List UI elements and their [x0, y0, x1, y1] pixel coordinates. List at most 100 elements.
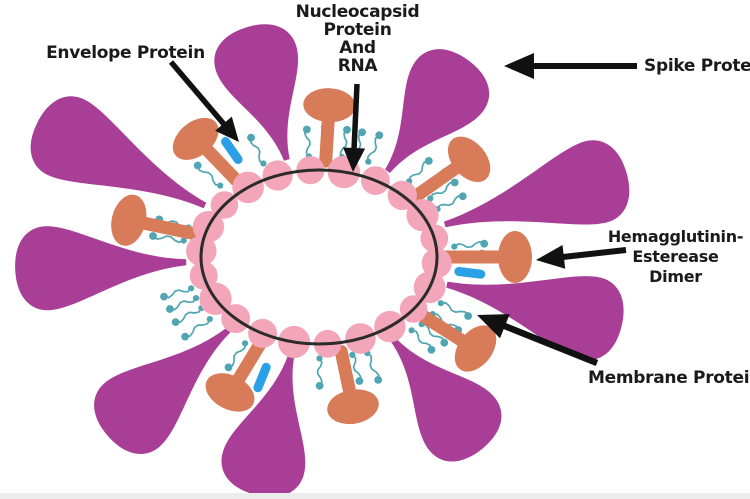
hemagglutinin-arrow-shaft	[561, 247, 627, 261]
viral-core-outline	[199, 168, 439, 346]
nucleocapsid-arrow-head	[343, 147, 366, 172]
spike-proteins	[15, 24, 630, 497]
envelope-arrow-head	[215, 116, 239, 142]
lipid-unit-tail	[184, 318, 211, 338]
dimer-stem	[200, 143, 245, 189]
dimer-head	[111, 194, 147, 246]
nucleocapsid-label-line1: Nucleocapsid	[295, 2, 420, 22]
nucleocapsid-label: Nucleocapsid Protein And RNA	[280, 3, 435, 75]
envelope-protein-label: Envelope Protein	[28, 44, 223, 62]
lipid-outer-head	[247, 133, 255, 142]
spike-protein-shape	[446, 276, 624, 361]
spike-protein-shape	[94, 327, 231, 455]
nucleocapsid-label-line2: Protein	[323, 20, 392, 40]
lipid-outer-head	[160, 292, 168, 301]
spike-arrow-head	[504, 53, 534, 79]
lipid-unit-tail	[196, 164, 222, 187]
lipid-outer-head	[375, 131, 384, 140]
lipid-inner-head	[437, 300, 444, 307]
page-bottom-edge	[0, 493, 750, 499]
lipid-unit-tail	[366, 134, 381, 163]
lipid-inner-head	[427, 195, 434, 202]
dimer-head	[172, 117, 219, 160]
membrane-protein-label: Membrane Protein	[588, 369, 750, 387]
dimer-head	[447, 136, 491, 183]
dimer-stem	[319, 112, 335, 168]
lipid-outer-head	[355, 377, 364, 385]
hemagglutinin-label-line2: Esterease	[632, 247, 719, 266]
lipid-outer-head	[181, 332, 190, 341]
envelope-protein-capsule	[221, 137, 243, 164]
lipid-unit-tail	[169, 297, 197, 311]
lipid-outer-head	[440, 338, 449, 347]
lipid-unit-tail	[227, 342, 246, 369]
membrane-arrow-shaft	[501, 322, 599, 367]
lipid-unit-tail	[339, 128, 348, 158]
lipid-inner-head	[349, 351, 356, 358]
spike-protein-shape	[214, 24, 299, 161]
lipid-inner-head	[188, 285, 195, 292]
spike-protein-shape	[443, 140, 630, 228]
spike-arrow	[504, 53, 637, 79]
hemagglutinin-arrow	[536, 245, 627, 269]
spike-protein-label-text: Spike Protein	[644, 56, 750, 76]
lipid-unit-tail	[436, 195, 464, 210]
lipid-outer-head	[302, 125, 311, 134]
spike-protein-shape	[221, 354, 306, 497]
lipid-unit-tail	[410, 329, 433, 351]
lipid-inner-head	[260, 160, 267, 167]
membrane-arrow-head	[477, 314, 510, 339]
lipid-unit-tail	[366, 352, 380, 381]
nucleocapsid-label-line3: And	[339, 38, 376, 58]
nucleocapsid-arrow	[343, 83, 366, 172]
hemagglutinin-label-line1: Hemagglutinin-	[607, 227, 744, 246]
spike-protein-label: Spike Protein	[644, 57, 750, 75]
lipid-unit-tail	[249, 136, 265, 165]
lipid-inner-head	[206, 316, 213, 323]
lipid-outer-head	[315, 381, 324, 390]
nucleocapsid-arrow-shaft	[351, 83, 360, 151]
dimer-stem	[414, 308, 468, 347]
lipid-inner-head	[192, 295, 200, 302]
dimer-stem	[410, 161, 462, 202]
lipid-outer-head	[224, 363, 233, 372]
lipid-unit-tail	[152, 235, 185, 244]
lipid-unit-tail	[453, 240, 486, 249]
dimer-head	[205, 373, 255, 412]
lipid-unit-tail	[351, 354, 362, 382]
lipid-unit-tail	[163, 287, 192, 299]
lipid-outer-head	[358, 128, 366, 137]
lipid-outer-head	[464, 312, 472, 320]
lipid-unit-tail	[316, 357, 323, 387]
hemagglutinin-esterase-dimers	[111, 88, 532, 425]
spike-protein-shape	[30, 96, 207, 209]
lipid-unit-tail	[174, 307, 203, 323]
spike-protein-shape	[391, 338, 502, 462]
envelope-arrow-shaft	[168, 60, 227, 127]
spike-protein-shape	[15, 226, 187, 311]
membrane-arrow	[477, 314, 599, 367]
spike-protein-shape	[385, 49, 490, 173]
envelope-proteins	[221, 137, 486, 393]
lipid-unit-tail	[303, 128, 311, 158]
membrane-protein-label-text: Membrane Protein	[588, 368, 750, 388]
lipid-outer-head	[480, 239, 489, 248]
lipid-outer-head	[450, 178, 459, 187]
hemagglutinin-arrow-head	[536, 245, 566, 269]
nucleocapsid-beads	[186, 155, 452, 359]
hemagglutinin-label-line3: Dimer	[649, 267, 702, 286]
lipid-outer-head	[171, 318, 180, 326]
lipid-inner-head	[408, 327, 415, 334]
lipid-inner-head	[217, 182, 224, 189]
dimer-stem	[334, 345, 357, 400]
lipid-unit-tail	[440, 302, 469, 317]
lipid-unit-tail	[429, 181, 456, 200]
lipid-outer-head	[424, 157, 433, 165]
dimer-stem	[231, 336, 268, 387]
hemagglutinin-esterase-label: Hemagglutinin- Esterease Dimer	[601, 227, 750, 287]
lipid-inner-head	[365, 158, 372, 165]
lipid-outer-head	[166, 305, 174, 313]
lipid-outer-head	[374, 376, 383, 384]
